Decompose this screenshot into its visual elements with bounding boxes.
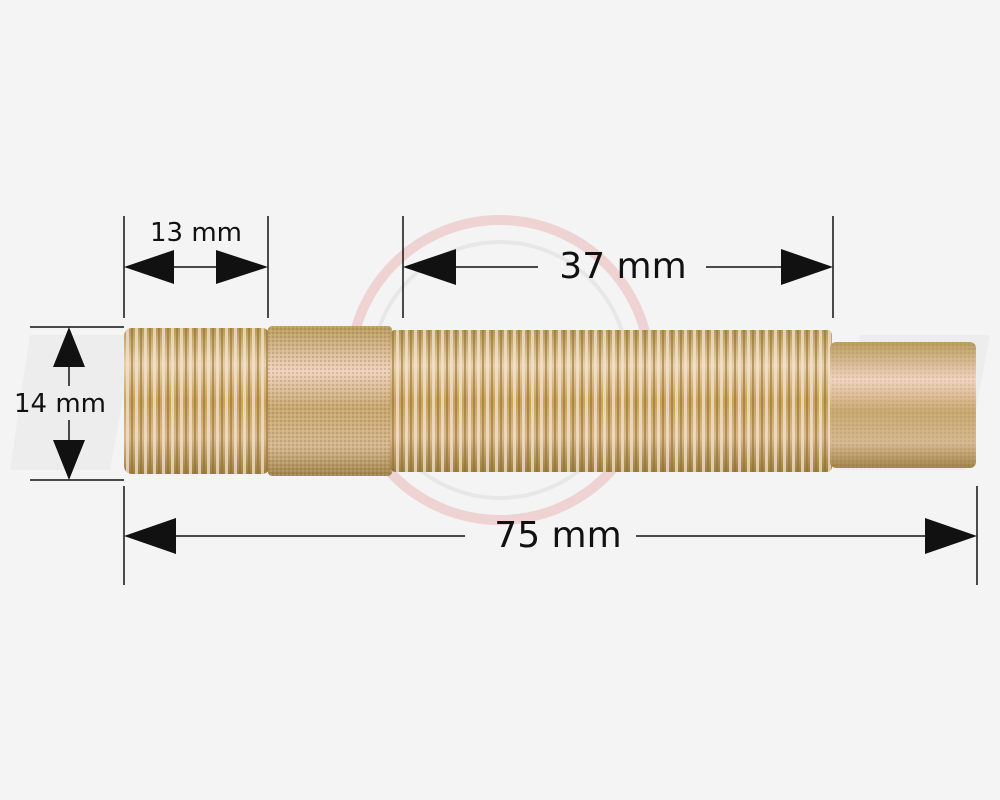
- right-thread-length-label: 37 mm: [559, 246, 686, 287]
- left-thread-length-label: 13 mm: [150, 218, 242, 248]
- total-length-label: 75 mm: [494, 515, 621, 556]
- dimension-diameter: 14 mm: [14, 327, 106, 480]
- arrow-left-icon: [124, 250, 174, 284]
- dimension-right-thread: 37 mm: [403, 246, 833, 287]
- arrow-right-icon: [216, 250, 268, 284]
- diameter-label: 14 mm: [14, 389, 106, 419]
- arrow-right-icon: [781, 249, 833, 285]
- wheel-stud-bolt: [124, 326, 976, 476]
- arrow-right-icon: [925, 518, 977, 554]
- arrow-up-icon: [53, 327, 85, 367]
- dimension-total-length: 75 mm: [124, 515, 977, 556]
- arrow-down-icon: [53, 440, 85, 480]
- arrow-left-icon: [124, 518, 176, 554]
- arrow-left-icon: [403, 249, 456, 285]
- dimension-left-thread: 13 mm: [124, 218, 268, 284]
